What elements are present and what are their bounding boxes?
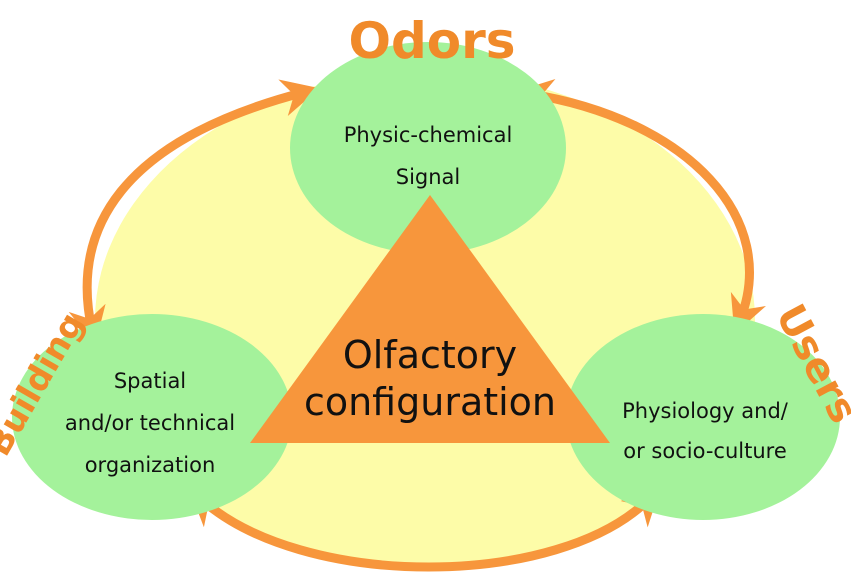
node-signal-line2: Signal: [396, 165, 461, 189]
label-odors: Odors: [348, 12, 515, 70]
center-line2: configuration: [304, 380, 556, 424]
node-spatial-line3: organization: [85, 453, 216, 477]
node-physiology: [566, 314, 840, 520]
node-signal-line1: Physic-chemical: [344, 123, 513, 147]
center-triangle: [250, 195, 610, 443]
arrow-odors-users: [515, 78, 766, 335]
node-spatial-line2: and/or technical: [65, 411, 235, 435]
node-physiology-line1: Physiology and/: [622, 399, 789, 423]
node-spatial: [12, 314, 292, 520]
center-line1: Olfactory: [343, 333, 517, 377]
arrow-building-odors: [68, 79, 320, 345]
node-physiology-line2: or socio-culture: [623, 439, 786, 463]
node-signal: [290, 42, 566, 254]
node-spatial-line1: Spatial: [114, 369, 186, 393]
arrow-users-building: [188, 487, 661, 572]
